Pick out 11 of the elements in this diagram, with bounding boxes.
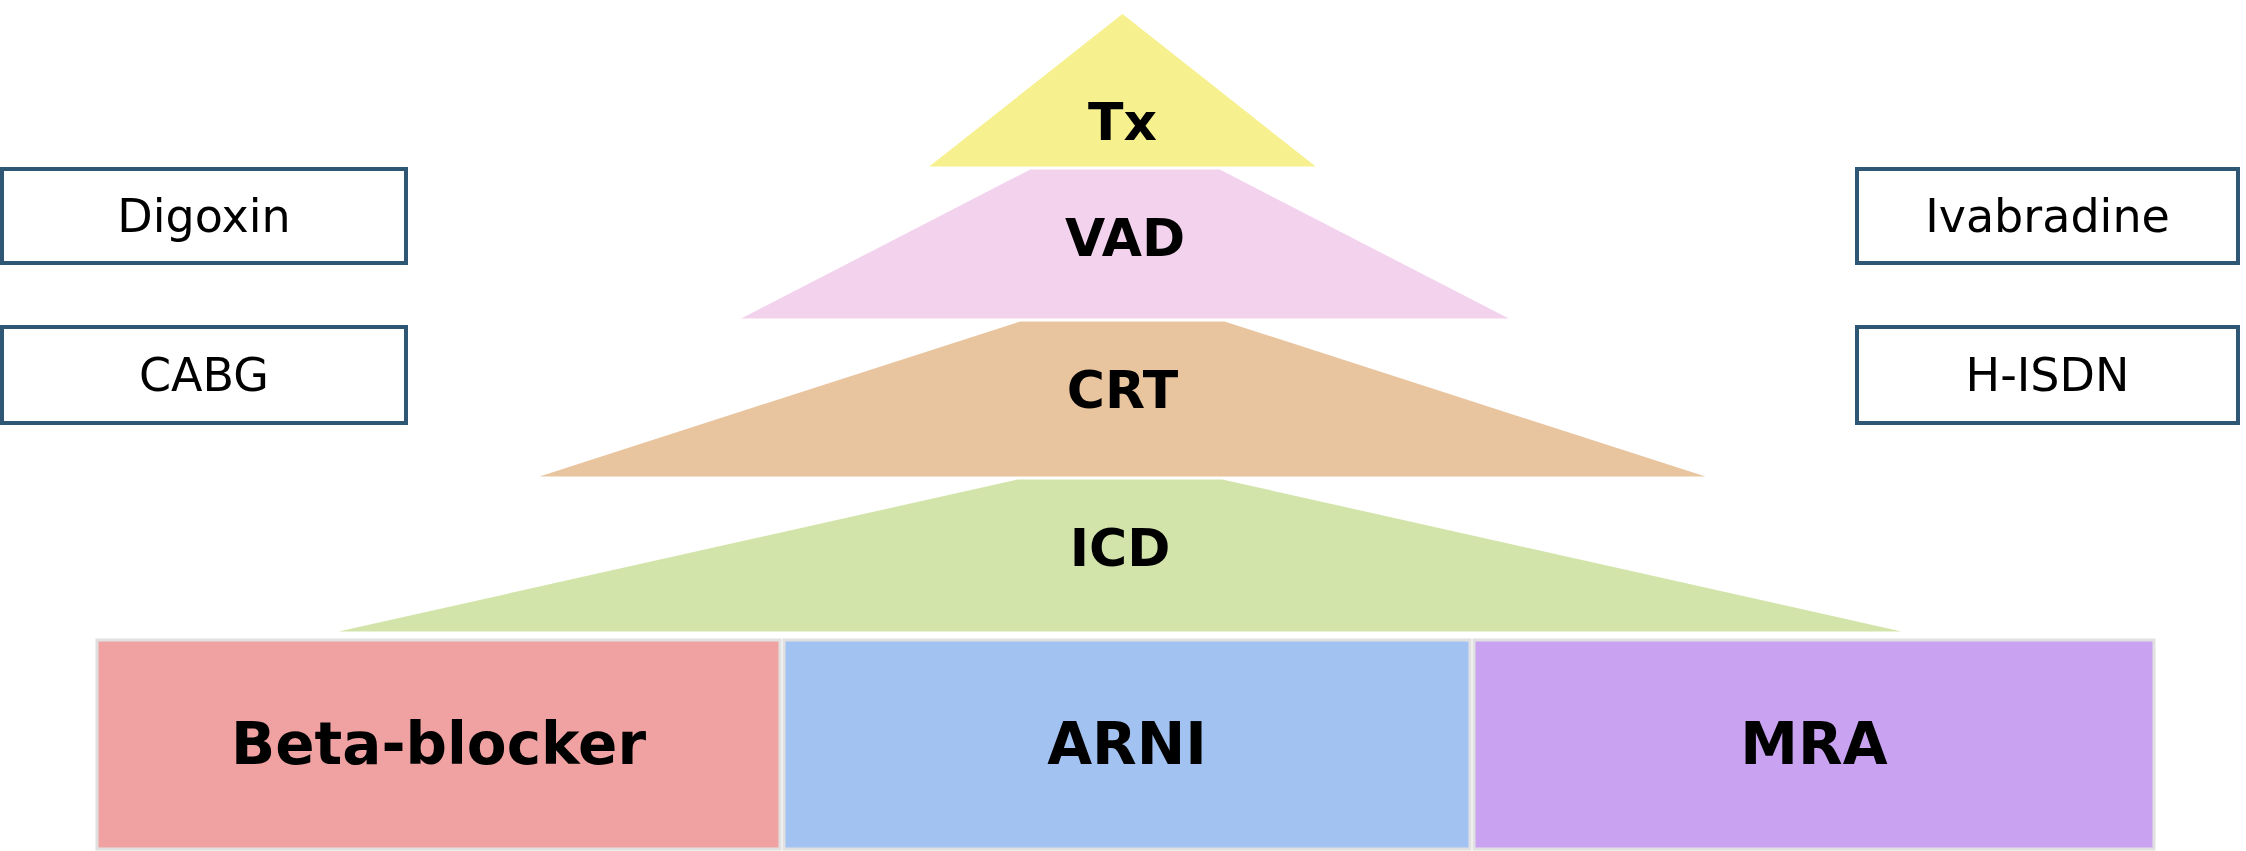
therapy-box: Ivabradine	[1855, 167, 2240, 265]
tier-label: Tx	[1088, 92, 1157, 152]
block-label: Beta-blocker	[230, 710, 647, 778]
therapy-box: CABG	[0, 325, 408, 425]
block-label: MRA	[1740, 710, 1888, 778]
tier-label: VAD	[1064, 208, 1186, 268]
tier-label: CRT	[1066, 360, 1179, 420]
therapy-box: Digoxin	[0, 167, 408, 265]
block-label: ARNI	[1047, 710, 1207, 778]
tier-label: ICD	[1069, 518, 1171, 578]
therapy-box: H-ISDN	[1855, 325, 2240, 425]
